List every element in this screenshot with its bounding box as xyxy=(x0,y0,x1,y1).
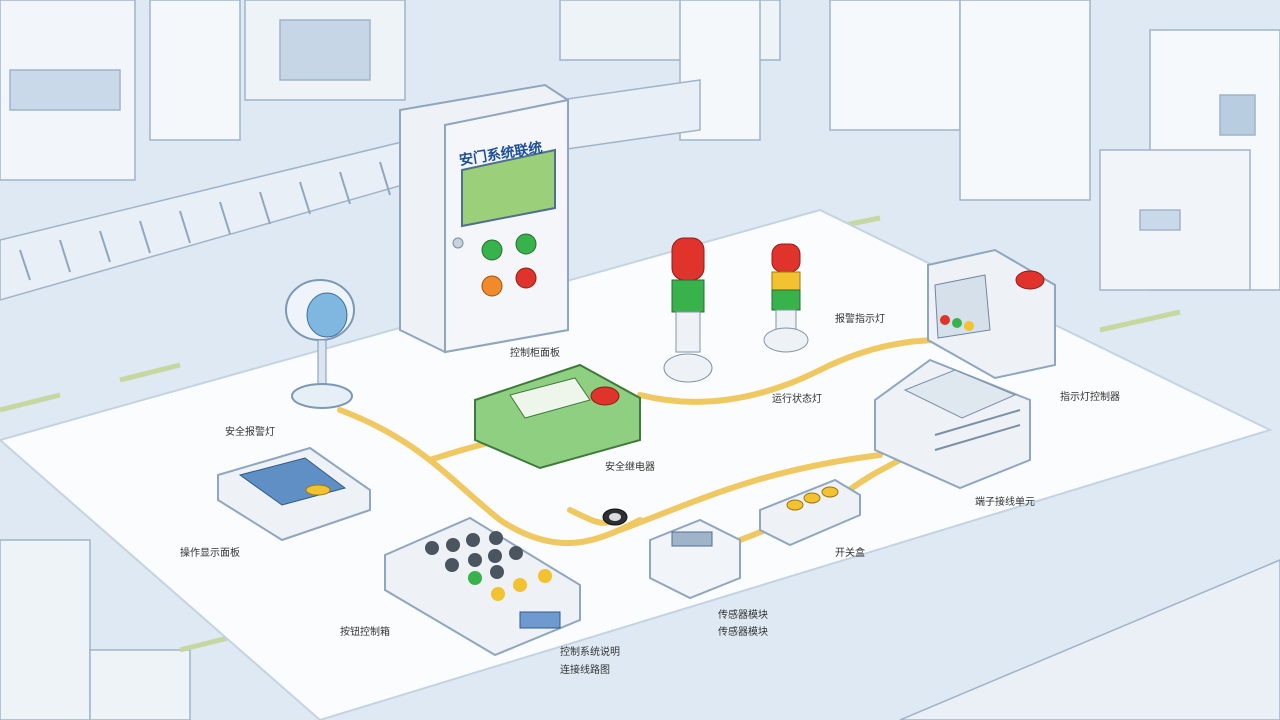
bottom-note-2: 连接线路图 xyxy=(560,663,610,676)
terminal-unit xyxy=(874,358,1031,490)
light-tower-1 xyxy=(663,237,713,383)
label-hmi-panel: 操作显示面板 xyxy=(180,546,240,559)
label-keypad-panel: 按钮控制箱 xyxy=(340,625,390,638)
label-light-tower-red: 报警指示灯 xyxy=(835,312,885,325)
keypad-panel xyxy=(384,516,581,657)
label-light-tower-green: 运行状态灯 xyxy=(772,392,822,405)
cabinet-screen xyxy=(461,148,556,228)
label-control-cabinet: 控制柜面板 xyxy=(510,346,560,359)
switch-box xyxy=(759,478,861,547)
orange-button[interactable] xyxy=(481,275,503,297)
label-beacon: 安全报警灯 xyxy=(225,425,275,438)
safety-relay xyxy=(474,363,641,470)
label-terminal-unit: 端子接线单元 xyxy=(975,495,1035,508)
emergency-stop-button[interactable] xyxy=(1015,270,1045,290)
green-button[interactable] xyxy=(481,239,503,261)
label-safety-relay: 安全继电器 xyxy=(605,460,655,473)
control-cabinet: 安门系统联统 xyxy=(399,83,569,354)
relay-stop-button[interactable] xyxy=(590,386,620,406)
cable-connector xyxy=(602,508,628,526)
hmi-panel xyxy=(217,446,371,542)
sensor-module xyxy=(649,518,741,600)
beacon-lamp xyxy=(285,279,355,409)
label-indicator-unit: 指示灯控制器 xyxy=(1060,390,1120,403)
conveyor-rollers xyxy=(19,161,391,281)
green-button-2[interactable] xyxy=(515,233,537,255)
light-tower-2 xyxy=(763,243,809,353)
label-switch-box: 开关盒 xyxy=(835,546,865,559)
red-button[interactable] xyxy=(515,267,537,289)
label-sensor-module: 传感器模块 xyxy=(718,608,768,621)
label-sensor-module-2: 传感器模块 xyxy=(718,625,768,638)
indicator-controller xyxy=(927,248,1056,380)
bottom-note-1: 控制系统说明 xyxy=(560,645,620,658)
key-switch-icon[interactable] xyxy=(452,237,464,249)
